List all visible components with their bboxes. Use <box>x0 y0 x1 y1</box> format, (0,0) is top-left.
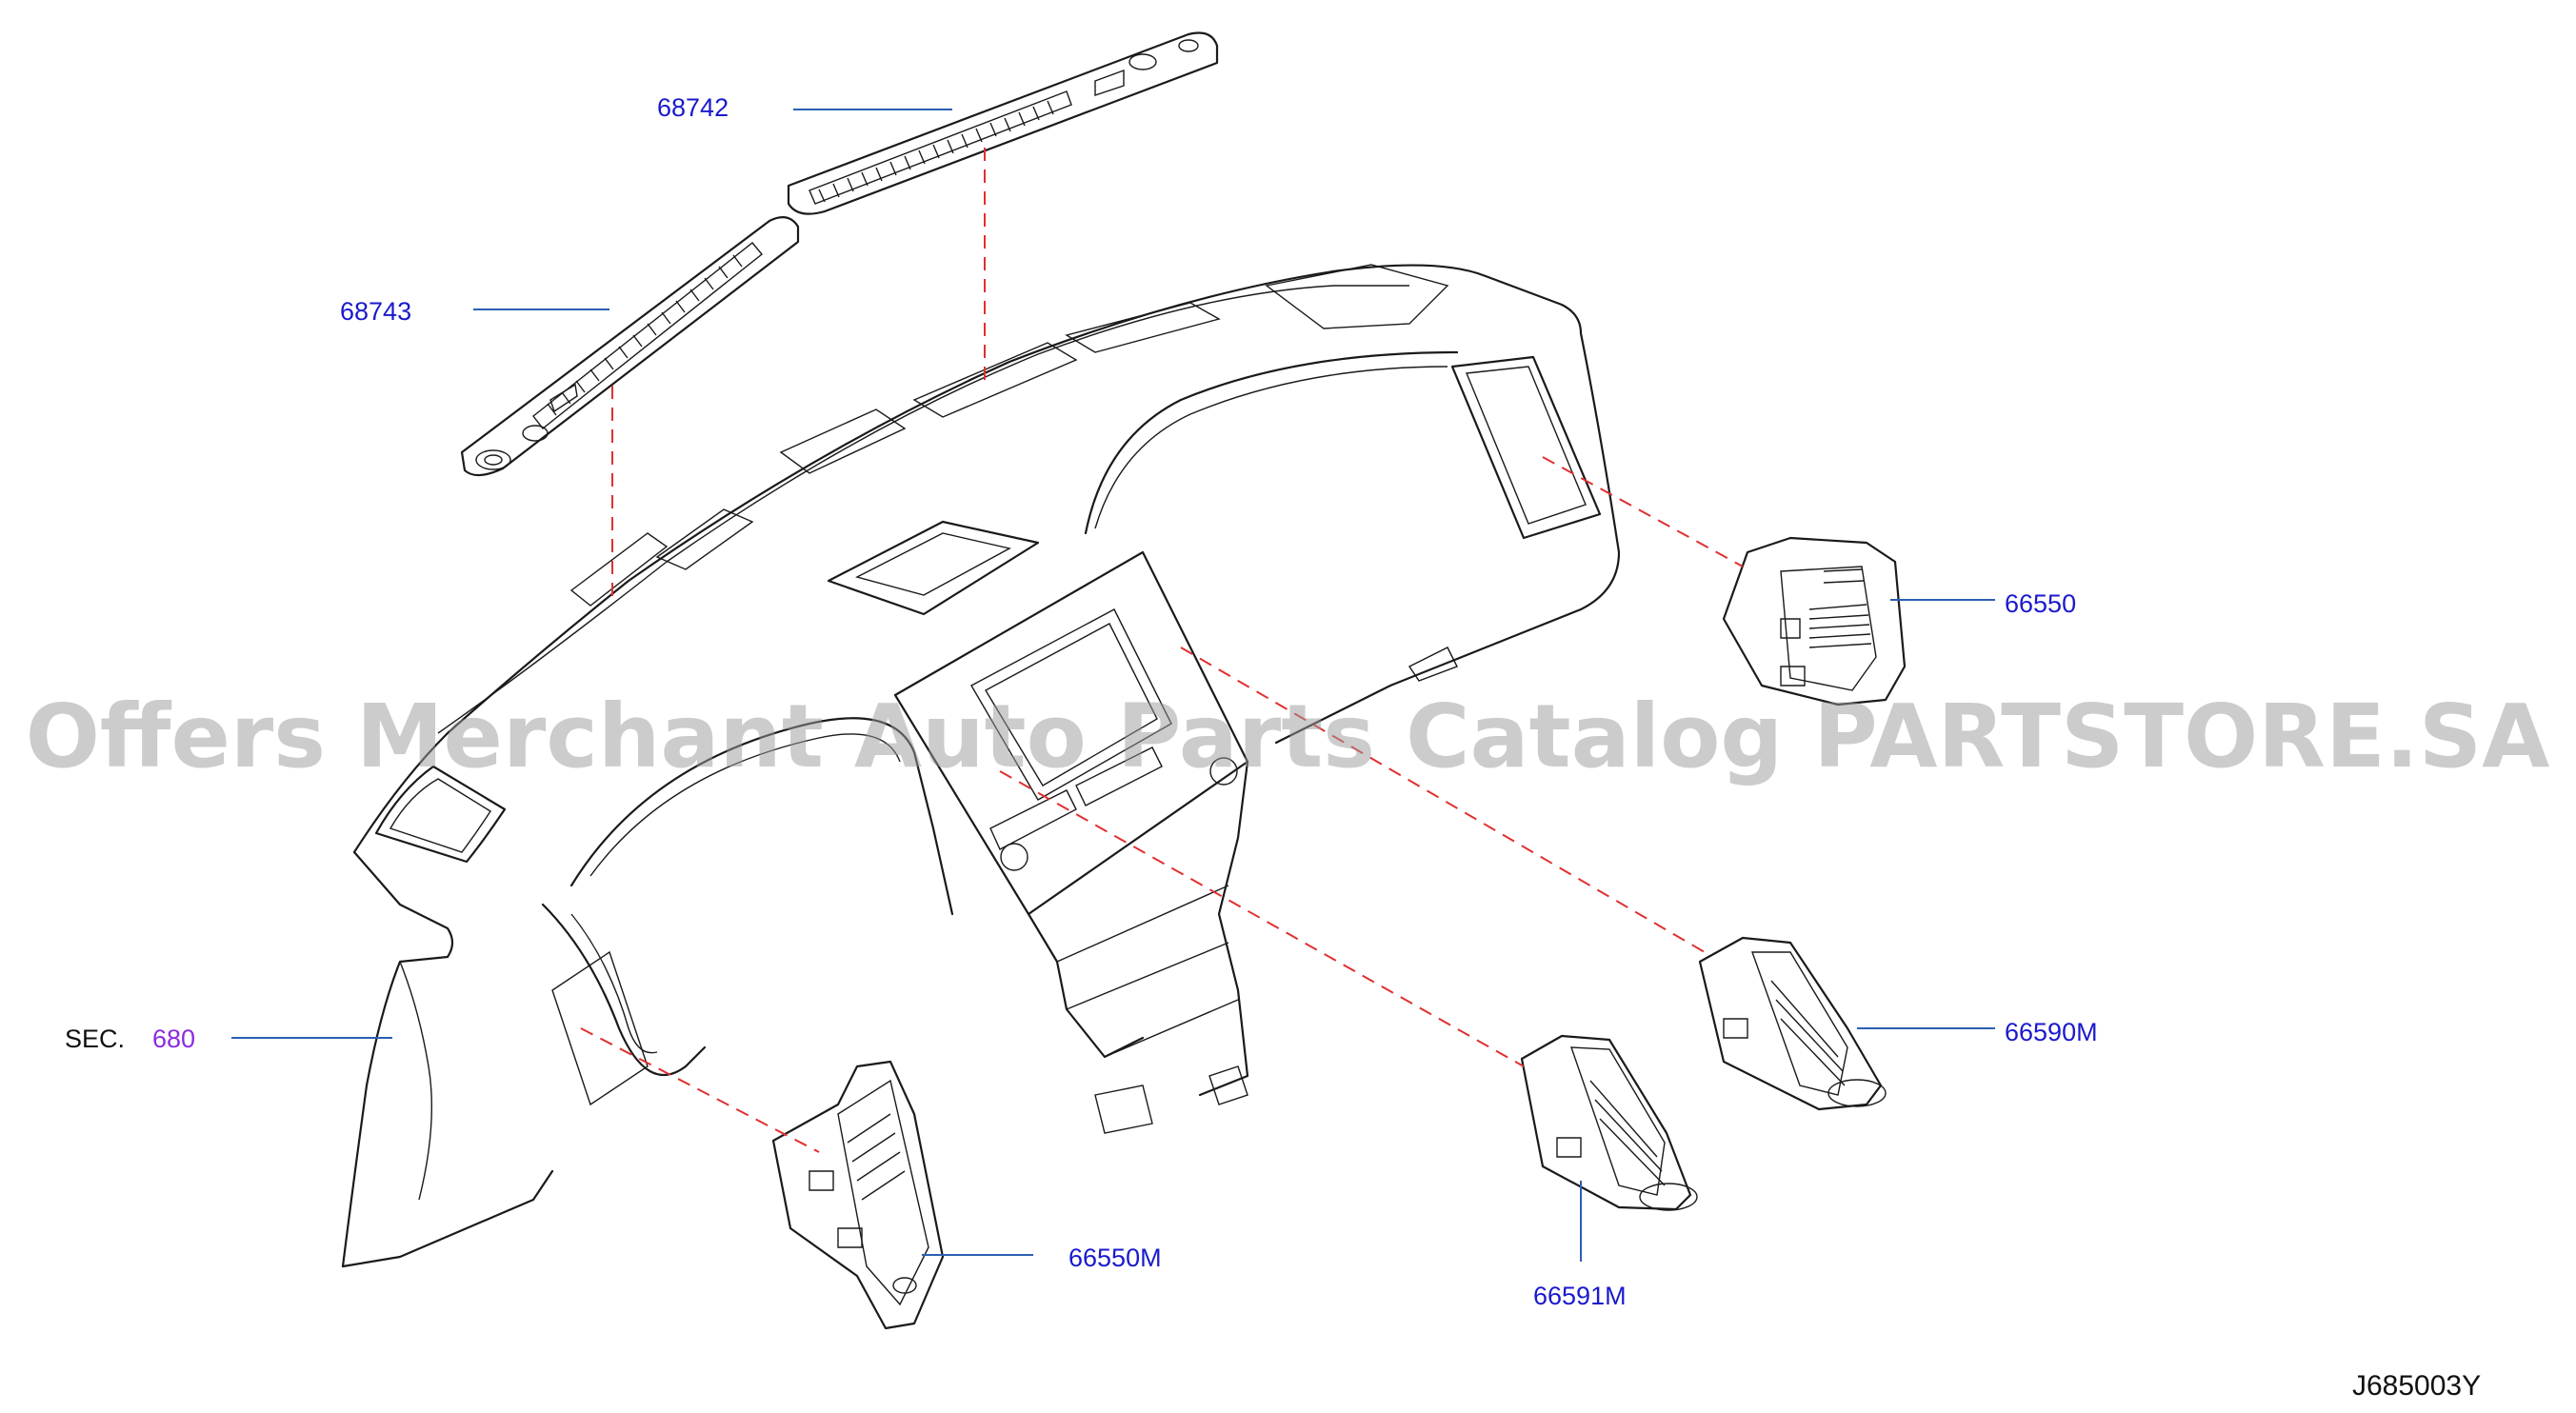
watermark-text: Offers Merchant Auto Parts Catalog PARTS… <box>26 686 2550 787</box>
side-ventilator-66550 <box>1722 536 1907 706</box>
side-ventilator-66550m <box>771 1060 945 1330</box>
location-dash-lines <box>580 148 1744 1153</box>
label-68743: 68743 <box>340 297 411 326</box>
section-number[interactable]: 680 <box>152 1025 195 1053</box>
center-ventilator-66591m <box>1520 1034 1698 1211</box>
label-66590m: 66590M <box>2005 1018 2098 1046</box>
center-ventilator-66590m <box>1698 936 1887 1111</box>
defroster-grille-68742 <box>787 31 1219 215</box>
label-66591m: 66591M <box>1533 1282 1627 1310</box>
diagram-code: J685003Y <box>2352 1370 2481 1402</box>
label-66550m: 66550M <box>1068 1244 1162 1272</box>
defroster-grille-68743 <box>460 216 800 477</box>
leader-lines <box>231 109 1995 1262</box>
instrument-panel <box>341 264 1621 1268</box>
label-68742: 68742 <box>657 93 729 122</box>
label-66550: 66550 <box>2005 589 2076 618</box>
section-prefix: SEC. <box>65 1025 125 1053</box>
